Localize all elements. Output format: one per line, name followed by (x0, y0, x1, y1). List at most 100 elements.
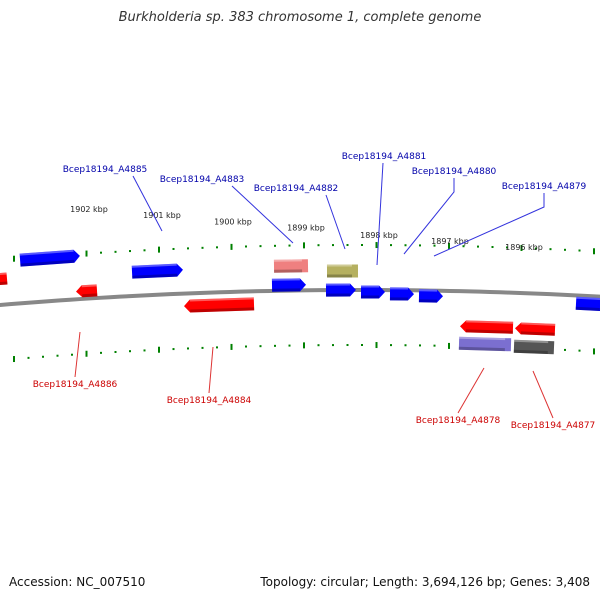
gene-forward-unlabeled-body[interactable] (575, 296, 600, 312)
gene-label-bcep18194_a4878[interactable]: Bcep18194_A4878 (416, 416, 501, 426)
gene-forward-unlabeled-body[interactable] (271, 278, 306, 292)
gene-bcep18194_a4881[interactable] (360, 285, 385, 299)
gene-bcep18194_a4877-shadow (513, 349, 548, 355)
gene-leader-line (532, 370, 554, 419)
gene-forward-unlabeled-shadow (575, 306, 600, 311)
gene-bcep18194_a4880[interactable] (389, 287, 414, 301)
gene-bcep18194_a4882[interactable] (326, 264, 359, 278)
scale-tick-outer (535, 247, 537, 250)
gene-forward-unlabeled[interactable] (19, 249, 81, 267)
scale-tick-inner (390, 344, 392, 347)
scale-tick-outer (506, 246, 508, 249)
scale-tick-outer (491, 246, 494, 249)
scale-tick-inner (332, 344, 334, 347)
gene-bcep18194_a4883-body[interactable] (273, 259, 309, 273)
gene-forward-unlabeled[interactable] (575, 296, 600, 312)
scale-tick-outer (100, 251, 102, 254)
scale-tick-inner (56, 354, 59, 357)
gene-bcep18194_a4879-shadow (418, 299, 437, 303)
gene-label-bcep18194_a4879[interactable]: Bcep18194_A4879 (502, 182, 587, 192)
gene-bcep18194_a4879-highlight (419, 289, 438, 292)
gene-label-bcep18194_a4883[interactable]: Bcep18194_A4883 (160, 175, 245, 185)
gene-bcep18194_a4877[interactable] (513, 339, 555, 355)
scale-tick-inner (42, 355, 44, 358)
scale-tick-inner (346, 344, 349, 347)
kbp-label: 1899 kbp (287, 224, 325, 233)
gene-reverse-unlabeled[interactable] (515, 322, 556, 336)
gene-reverse-unlabeled-body[interactable] (76, 284, 98, 298)
scale-tick-outer (114, 250, 117, 253)
gene-bcep18194_a4881-shadow (360, 295, 379, 299)
scale-tick-outer (288, 244, 291, 247)
scale-tick-inner (433, 344, 436, 347)
scale-tick-outer (462, 245, 465, 248)
gene-forward-unlabeled-body[interactable] (19, 249, 81, 267)
scale-tick-outer (187, 247, 189, 250)
gene-bcep18194_a4882-body[interactable] (326, 264, 359, 278)
gene-label-bcep18194_a4880[interactable]: Bcep18194_A4880 (412, 167, 497, 177)
gene-reverse-unlabeled[interactable] (0, 272, 8, 286)
gene-forward-unlabeled-highlight (271, 278, 300, 281)
gene-bcep18194_a4881-body[interactable] (360, 285, 385, 299)
gene-leader-line (433, 193, 545, 257)
scale-tick-inner (288, 344, 291, 347)
scale-tick-outer (433, 244, 436, 247)
gene-forward-unlabeled-highlight (325, 283, 350, 286)
gene-leader-line (457, 367, 485, 414)
gene-bcep18194_a4884-body[interactable] (184, 297, 255, 313)
scale-tick-outer (332, 244, 334, 247)
scale-tick-inner (143, 349, 146, 352)
gene-bcep18194_a4879[interactable] (418, 289, 443, 303)
kbp-label: 1901 kbp (143, 211, 181, 220)
gene-forward-unlabeled[interactable] (131, 263, 184, 279)
gene-forward-unlabeled-body[interactable] (131, 263, 184, 279)
gene-leader-line (403, 178, 455, 255)
scale-tick-outer (346, 244, 349, 247)
scale-tick-outer (129, 250, 131, 253)
gene-bcep18194_a4879-body[interactable] (418, 289, 443, 303)
gene-bcep18194_a4880-body[interactable] (389, 287, 414, 301)
scale-tick-outer (245, 245, 247, 248)
gene-label-bcep18194_a4882[interactable]: Bcep18194_A4882 (254, 184, 339, 194)
scale-tick-inner (187, 347, 189, 350)
gene-bcep18194_a4884[interactable] (184, 297, 255, 313)
gene-reverse-unlabeled-body[interactable] (0, 272, 8, 286)
scale-tick-outer (477, 245, 479, 248)
scale-tick-inner (578, 349, 581, 352)
gene-label-bcep18194_a4884[interactable]: Bcep18194_A4884 (167, 396, 252, 406)
scale-tick-inner (85, 350, 88, 357)
scale-tick-outer (593, 248, 595, 255)
scale-tick-outer (230, 243, 233, 250)
gene-reverse-unlabeled-body[interactable] (460, 320, 514, 334)
gene-reverse-unlabeled-highlight (81, 284, 97, 288)
gene-bcep18194_a4877-body[interactable] (513, 339, 555, 355)
gene-forward-unlabeled[interactable] (325, 283, 356, 297)
kbp-label: 1896 kbp (505, 243, 543, 252)
gene-reverse-unlabeled-body[interactable] (515, 322, 556, 336)
gene-bcep18194_a4878-body[interactable] (458, 336, 512, 352)
gene-label-bcep18194_a4877[interactable]: Bcep18194_A4877 (511, 421, 596, 431)
gene-forward-unlabeled-shadow (272, 288, 301, 292)
scale-tick-inner (375, 342, 378, 349)
gene-label-bcep18194_a4886[interactable]: Bcep18194_A4886 (33, 380, 118, 390)
gene-reverse-unlabeled[interactable] (76, 284, 98, 298)
scale-tick-inner (419, 344, 421, 347)
gene-leader-line (132, 175, 163, 232)
scale-tick-inner (201, 346, 204, 349)
gene-forward-unlabeled-body[interactable] (325, 283, 356, 297)
scale-tick-outer (404, 244, 407, 247)
gene-reverse-unlabeled[interactable] (460, 320, 514, 334)
gene-label-bcep18194_a4881[interactable]: Bcep18194_A4881 (342, 152, 427, 162)
gene-bcep18194_a4883[interactable] (273, 259, 309, 273)
scale-tick-inner (303, 342, 305, 349)
scale-tick-inner (448, 342, 450, 349)
scale-tick-outer (564, 248, 566, 251)
gene-label-bcep18194_a4885[interactable]: Bcep18194_A4885 (63, 165, 148, 175)
gene-forward-unlabeled[interactable] (271, 278, 306, 292)
gene-leader-line (325, 194, 346, 250)
scale-tick-inner (216, 346, 218, 349)
gene-bcep18194_a4878[interactable] (458, 336, 512, 352)
scale-tick-outer (361, 244, 363, 247)
